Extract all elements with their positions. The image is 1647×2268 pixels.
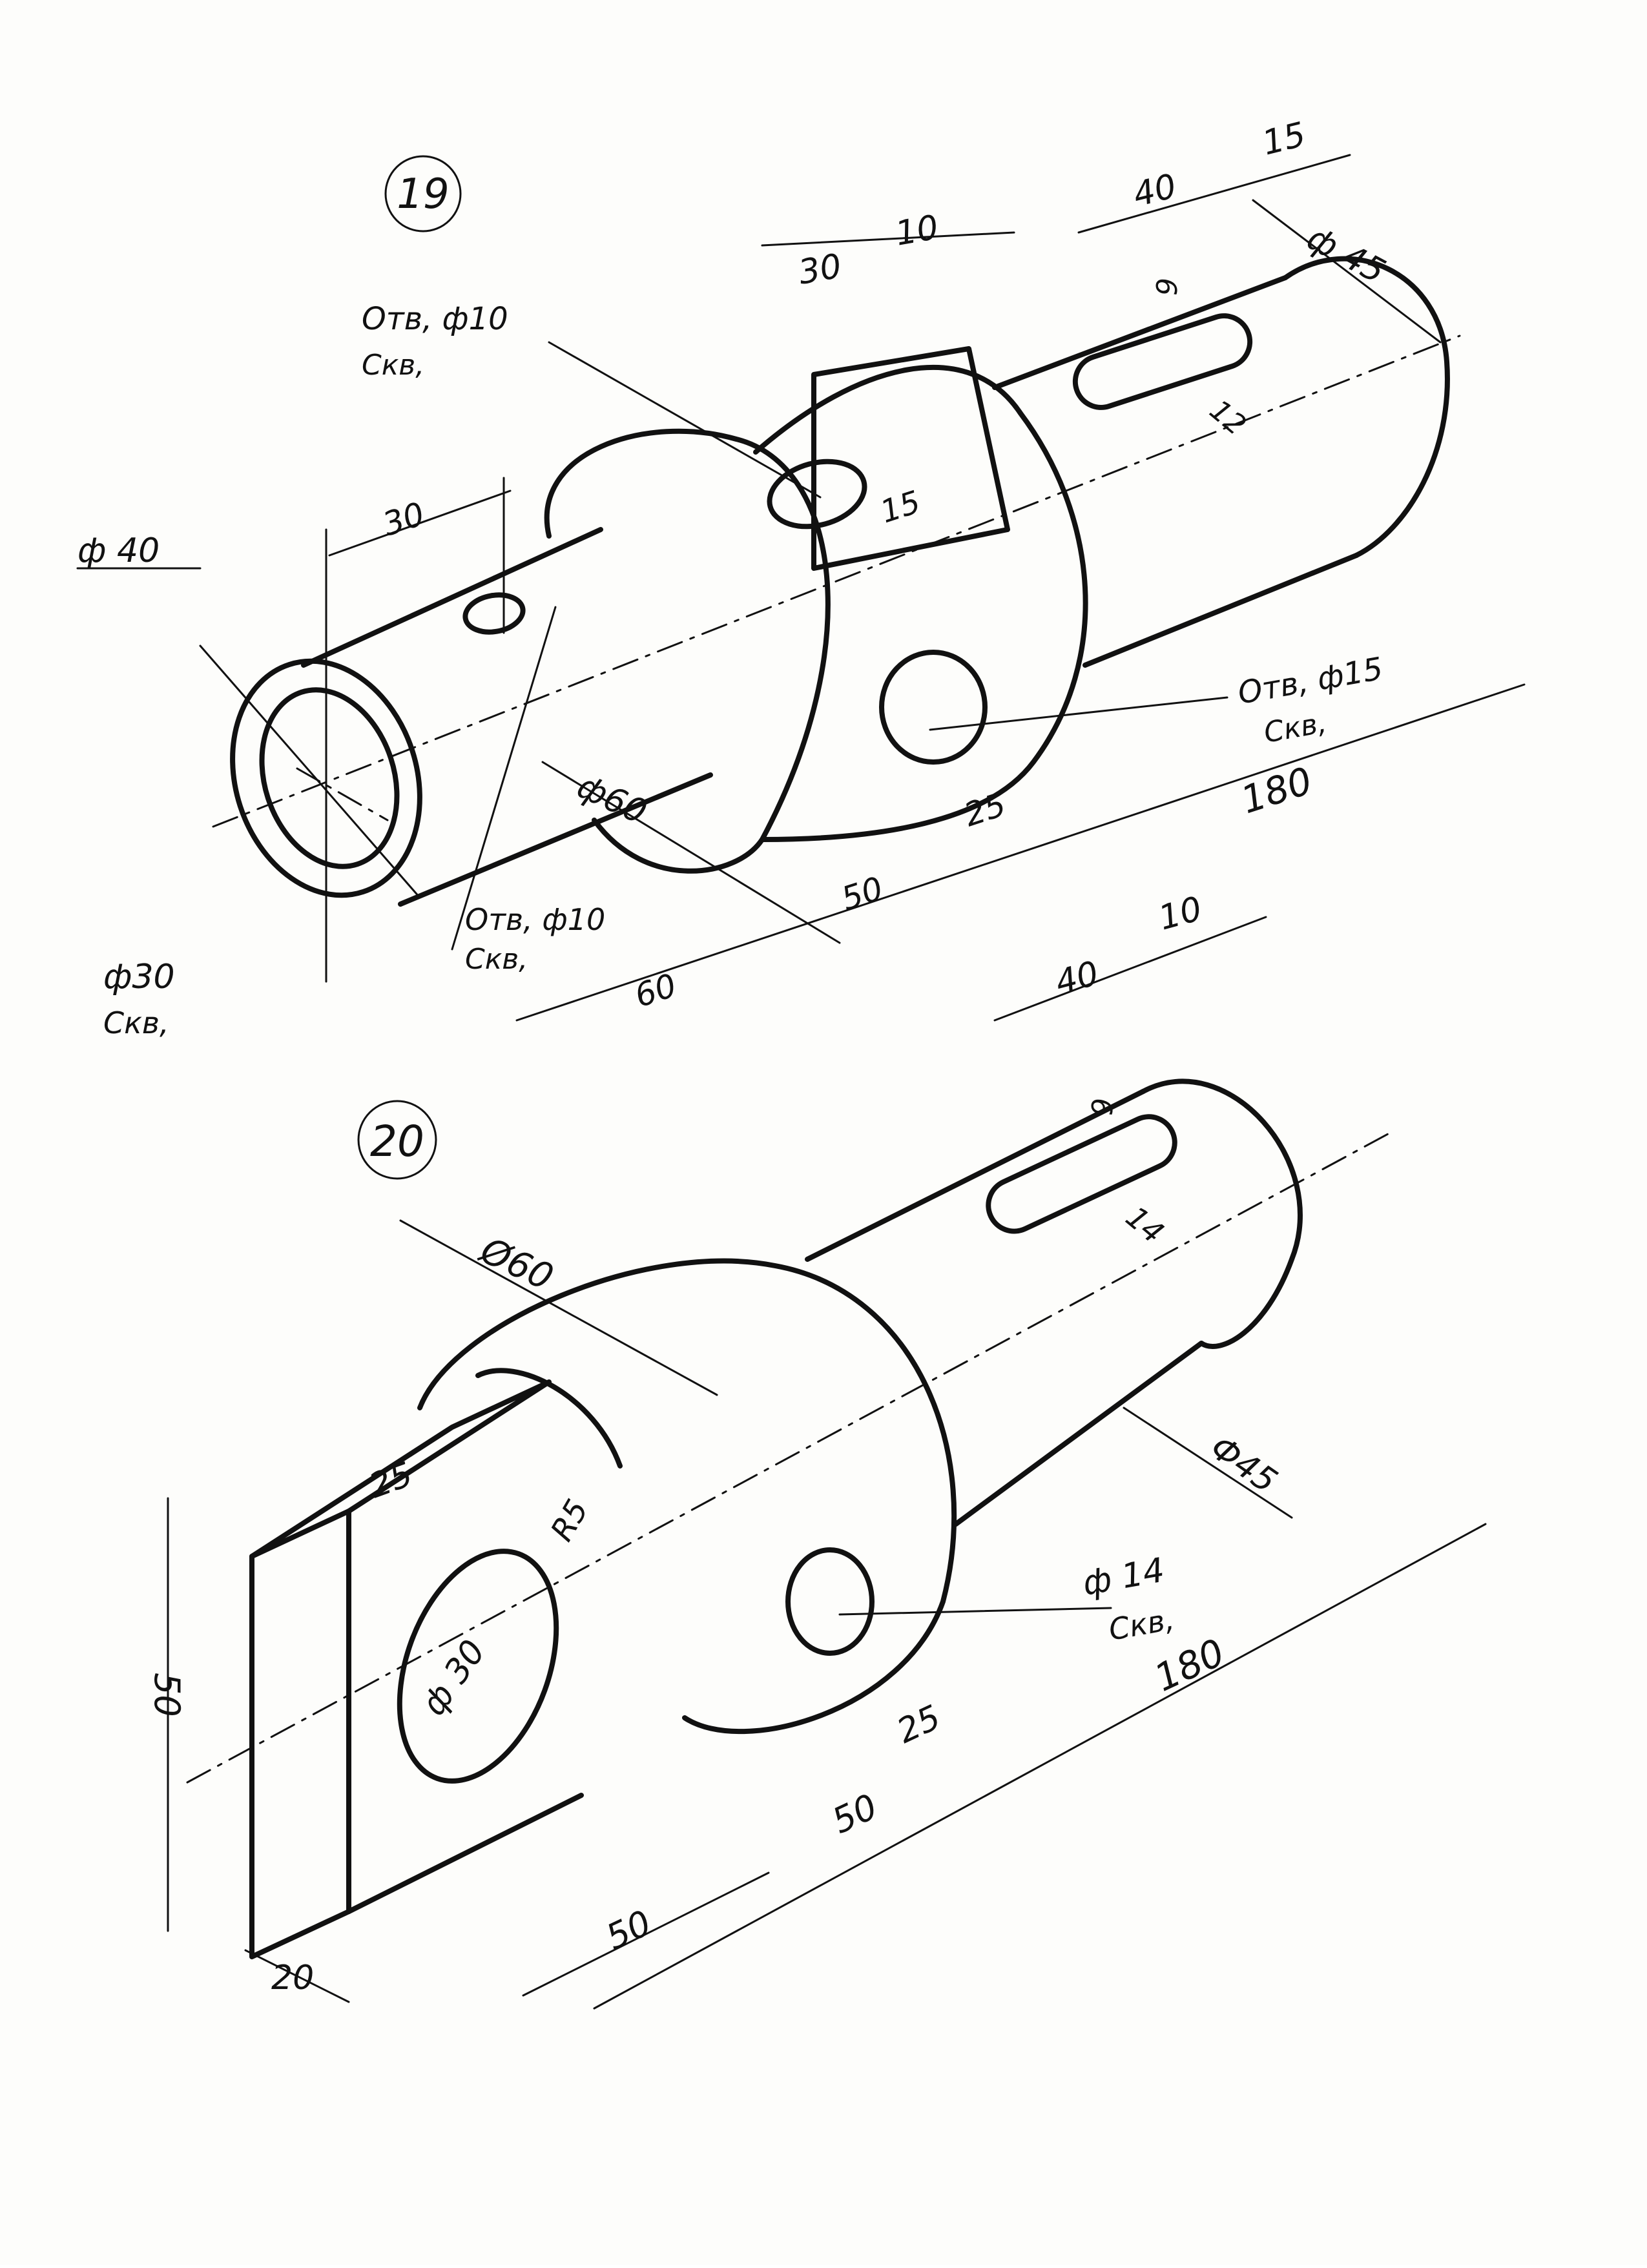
block-top-face [249,1379,552,1559]
right-shaft-bottom [1082,553,1359,668]
dim-180-line [515,683,1526,1022]
dim-hole14-note: Скв, [1106,1602,1177,1647]
dim-180-20-line [593,1523,1487,2010]
dim-d60: ф60 [572,767,653,832]
hole-10-top [767,459,867,530]
dim-d40: ф 40 [78,531,160,570]
axis-19 [212,335,1461,828]
left-end-inner [259,687,400,869]
dim-hole14: ф 14 [1080,1551,1168,1603]
dim-len30-top: 30 [796,247,845,293]
drawing-20-number: 20 [370,1117,424,1166]
dim-len180-20: 180 [1148,1630,1231,1700]
dim-r5: R5 [544,1494,596,1547]
dim-d45-20-line [1123,1407,1293,1519]
drawing-19-number: 19 [397,170,449,218]
flange-20 [417,1258,957,1735]
shaft-20-top [805,1089,1146,1262]
left-shaft-bottom [398,772,713,907]
flat-cut-20 [475,1368,623,1469]
dim-len50-mid: 50 [826,1786,884,1842]
dim-len40: 40 [1130,167,1181,214]
drawing-20: 20 Ø60 25 R5 ф 30 50 20 50 50 [147,889,1487,2010]
dim-d40-leader [199,644,421,899]
dim-d60-line [541,761,841,944]
dim-len60: 60 [630,967,681,1015]
hole-15-side [879,650,988,765]
bore-d30 [397,1549,559,1784]
flange-body [753,364,1088,842]
right-end-face [1283,256,1450,558]
end-face-20 [1141,1078,1303,1349]
dim-w20-line [244,1949,350,2003]
dim-hole15-note: Скв, [1261,706,1329,750]
dim-top-40-15 [1077,154,1351,234]
dim-len180: 180 [1236,758,1317,822]
block-front-face [249,1509,351,1959]
dim-len25-20: 25 [891,1698,946,1751]
dim-len40-20: 40 [1051,954,1103,1002]
dim-len15-mid: 15 [876,484,924,530]
dim-d45-line [1252,199,1442,344]
drawing-19: 19 ф 40 ф30 [76,115,1526,1040]
dim-hole10-bot: Отв, ф10 [465,902,605,937]
left-shaft-top [301,527,603,668]
dim-hole15: Отв, ф15 [1235,650,1385,712]
flange-flat [811,346,1010,571]
right-shaft-top [992,275,1288,390]
small-hole-top [462,592,526,635]
dim-d45-20: Ф45 [1203,1428,1284,1501]
dim-30-line [328,490,512,557]
dim-len50-bot: 50 [600,1902,658,1958]
left-end-outer [230,658,422,898]
dim-len10-20: 10 [1155,889,1206,938]
dim-50-bot-line [522,1871,770,1997]
dim-slot14: 14 [1119,1199,1171,1250]
flange-front [544,428,831,874]
dim-d60-20: Ø60 [473,1229,559,1299]
axis-20 [186,1129,1396,1784]
dim-w20: 20 [271,1959,314,1997]
dim-slot6: 6 [1149,278,1182,296]
dim-hole10-leader [548,341,822,499]
dim-hole14-leader [838,1607,1112,1616]
dim-len10-top: 10 [893,208,942,254]
dim-top-30-10 [761,231,1015,247]
dim-slot6-20: 6 [1084,1098,1117,1116]
dim-d30-note: Скв, [103,1005,169,1040]
dim-h50: 50 [147,1673,187,1717]
drawing-20-number-circle [357,1100,437,1180]
hole-14 [785,1547,875,1656]
dim-d45: ф 45 [1301,219,1391,292]
keyway-slot-19 [1072,313,1253,410]
dim-hole10b-leader [451,606,557,951]
shaft-20-bottom [953,1341,1204,1527]
cross-axis-19 [296,767,389,821]
dim-d30: ф30 [103,958,175,996]
dim-hole10-bot-note: Скв, [465,943,528,976]
dim-len15-top: 15 [1259,115,1310,163]
dim-d60-20-line [399,1219,718,1396]
dim-hole10-top-note: Скв, [362,349,424,382]
dim-hole10-top: Отв, ф10 [362,301,508,337]
dim-40-10-line [993,916,1267,1022]
keyway-slot-20 [986,1114,1177,1234]
block-bottom-edge [346,1793,584,1914]
drawing-19-number-circle [384,155,462,232]
dim-hole15-leader [929,696,1228,731]
dim-d30-20: ф 30 [414,1633,493,1723]
